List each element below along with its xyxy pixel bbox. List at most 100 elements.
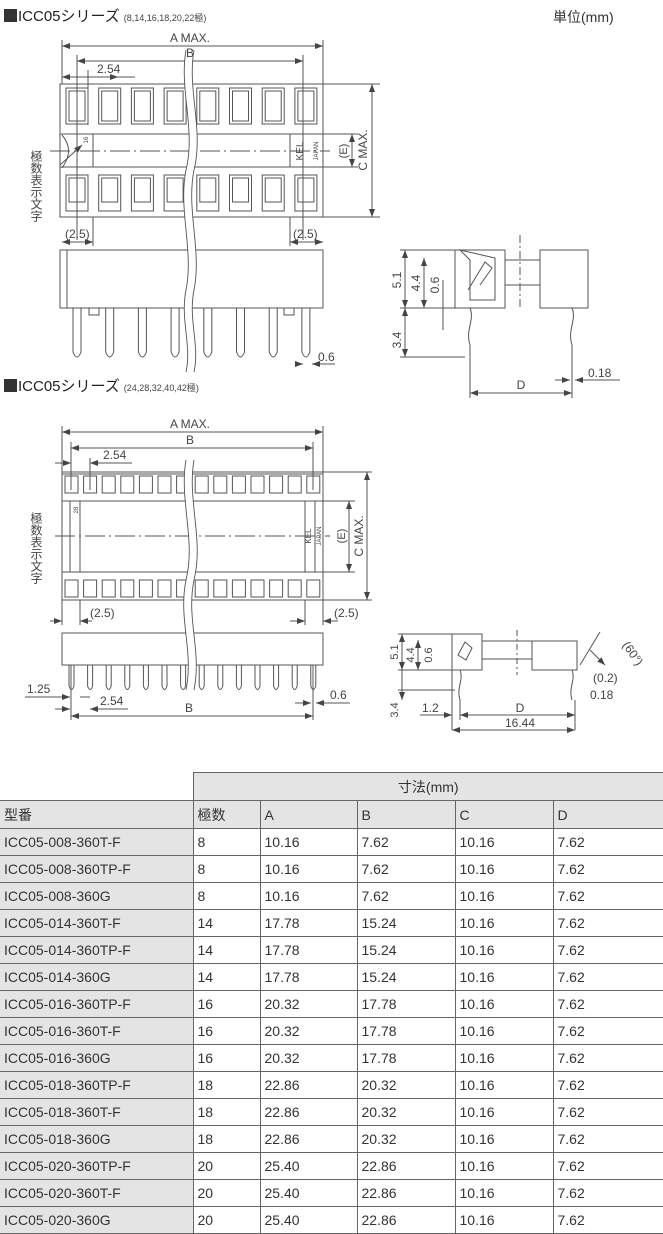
contact-slot — [269, 475, 284, 494]
cell-a: 22.86 — [259, 1125, 358, 1153]
cell-model: ICC05-014-360G — [0, 963, 194, 991]
contact-slot-inner — [68, 177, 86, 203]
pin — [72, 308, 82, 358]
cell-b: 20.32 — [356, 1125, 456, 1153]
cell-d: 7.62 — [552, 828, 663, 856]
cell-pins: 18 — [192, 1098, 261, 1126]
cell-c: 10.16 — [454, 936, 554, 964]
pin — [273, 665, 280, 690]
dim-height-3-4: 3.4 — [390, 331, 404, 348]
group-header-dimensions: 寸法(mm) — [192, 772, 663, 801]
cell-d: 7.62 — [552, 963, 663, 991]
cell-b: 7.62 — [356, 855, 456, 883]
cell-pins: 14 — [192, 936, 261, 964]
contact-slot-inner — [166, 90, 184, 122]
pin — [268, 308, 278, 358]
cell-model: ICC05-020-360TP-F — [0, 1152, 194, 1180]
contact-slot — [65, 174, 89, 212]
contact-slot — [98, 174, 122, 212]
cell-c: 10.16 — [454, 828, 554, 856]
cell-pins: 20 — [192, 1152, 261, 1180]
cell-d: 7.62 — [552, 855, 663, 883]
dim-edge-left: (2.5) — [65, 227, 90, 241]
cell-pins: 20 — [192, 1206, 261, 1234]
cell-c: 10.16 — [454, 882, 554, 910]
cell-c: 10.16 — [454, 909, 554, 937]
contact-slot — [130, 174, 154, 212]
cell-d: 7.62 — [552, 936, 663, 964]
cell-c: 10.16 — [454, 990, 554, 1018]
cell-model: ICC05-014-360T-F — [0, 909, 194, 937]
dim-c-max: C MAX. — [356, 129, 370, 170]
cell-d: 7.62 — [552, 1179, 663, 1207]
contact-slot — [213, 475, 228, 494]
dim-height-4-4: 4.4 — [409, 274, 423, 291]
contact-slot-inner — [297, 90, 315, 122]
cell-a: 17.78 — [259, 936, 358, 964]
contact-slot-inner — [232, 90, 249, 122]
cell-a: 20.32 — [259, 1017, 358, 1045]
contact-slot-inner — [101, 177, 119, 203]
cell-model: ICC05-020-360T-F — [0, 1179, 194, 1207]
dim-e: (E) — [338, 144, 350, 159]
square-bullet-icon — [4, 9, 17, 22]
cell-b: 15.24 — [356, 909, 456, 937]
section2-side-view: 5.1 4.4 0.6 3.4 1.2 D 16.44 (60°) (0.2) … — [389, 630, 646, 733]
dim-angle: (60°) — [620, 639, 646, 668]
dim-thickness: 0.18 — [590, 688, 614, 702]
cell-a: 25.40 — [259, 1179, 358, 1207]
contact-slot-inner — [101, 90, 119, 122]
contact-slot — [261, 174, 285, 212]
cell-a: 10.16 — [259, 855, 358, 883]
contact-slot — [194, 475, 209, 494]
cell-c: 10.16 — [454, 1206, 554, 1234]
dim-height-3-4: 3.4 — [389, 702, 401, 717]
section1-top-view: A MAX. B 2.54 (2.5) (2.5) 0.6 C MAX. (E)… — [29, 31, 380, 373]
cell-c: 10.16 — [454, 855, 554, 883]
dim-height-4-4: 4.4 — [405, 647, 417, 662]
cell-c: 10.16 — [454, 1098, 554, 1126]
dim-pin-width: 0.6 — [330, 688, 347, 702]
contact-slot — [250, 475, 265, 494]
cell-a: 25.40 — [259, 1206, 358, 1234]
contact-slot — [250, 579, 265, 598]
cell-b: 7.62 — [356, 882, 456, 910]
contact-slot — [64, 475, 79, 494]
contact-slot — [83, 579, 98, 598]
pin — [301, 308, 311, 358]
dim-pitch: 2.54 — [103, 448, 127, 462]
pin — [105, 665, 112, 690]
dim-a-max: A MAX. — [170, 31, 210, 45]
dim-d: D — [517, 378, 526, 392]
contact-slot — [261, 87, 285, 125]
origin-mark: JAPAN — [314, 142, 320, 161]
cell-d: 7.62 — [552, 1017, 663, 1045]
dim-gap: (0.2) — [593, 671, 618, 685]
cell-model: ICC05-008-360G — [0, 882, 194, 910]
pin — [142, 665, 149, 690]
cell-pins: 20 — [192, 1179, 261, 1207]
cell-a: 20.32 — [259, 990, 358, 1018]
cell-model: ICC05-018-360G — [0, 1125, 194, 1153]
contact-slot — [287, 475, 302, 494]
cell-pins: 16 — [192, 990, 261, 1018]
dim-height-5-1: 5.1 — [390, 271, 404, 288]
contact-slot — [196, 174, 220, 212]
pin — [291, 665, 298, 690]
cell-pins: 16 — [192, 1044, 261, 1072]
dim-thickness: 0.18 — [588, 366, 612, 380]
cell-a: 10.16 — [259, 828, 358, 856]
unit-label: 単位(mm) — [553, 9, 614, 25]
square-bullet-icon — [4, 379, 17, 392]
contact-slot-inner — [297, 177, 315, 203]
contact-slot — [229, 87, 252, 125]
cell-d: 7.62 — [552, 882, 663, 910]
pin — [105, 308, 115, 358]
